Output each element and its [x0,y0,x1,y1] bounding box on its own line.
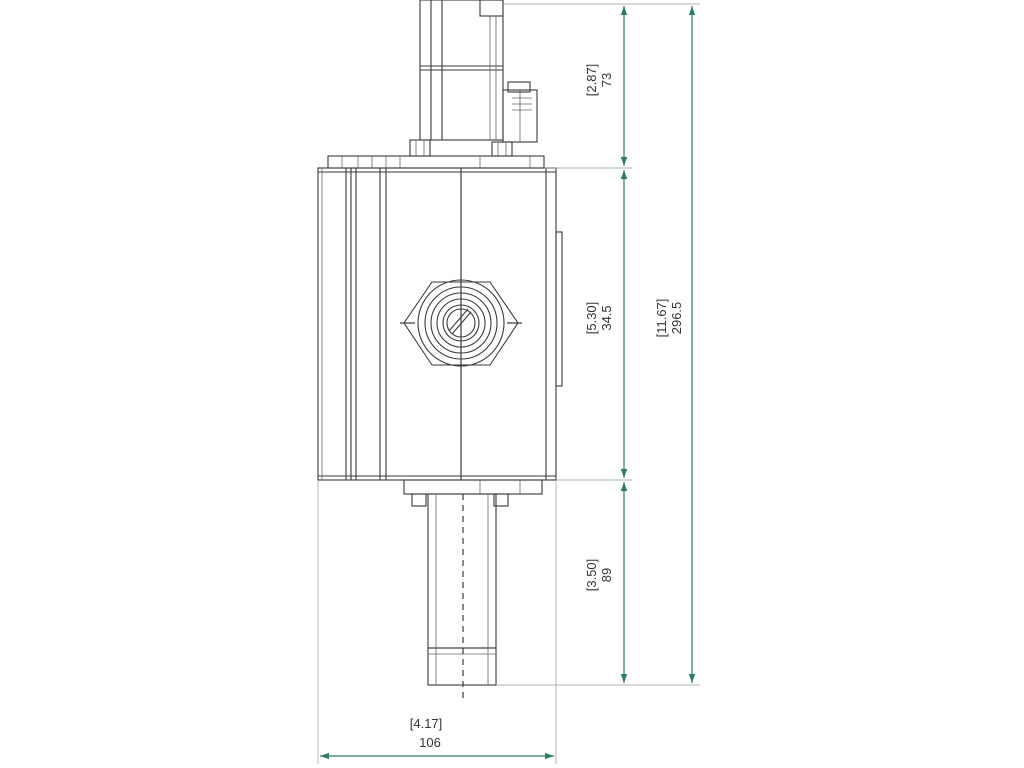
dim-bottom-inches: [3.50] [584,559,599,592]
dim-width-inches: [4.17] [410,716,443,731]
dim-top-mm: 73 [599,73,614,87]
dim-bottom-mm: 89 [599,568,614,582]
top-actuator [327,0,545,169]
extension-lines [317,3,700,764]
bottom-shaft [403,479,543,686]
dim-body-mm: 34.5 [599,305,614,330]
dim-body-inches: [5.30] [584,302,599,335]
center-lines [400,168,522,700]
dimension-lines [320,6,696,760]
dim-width-mm: 106 [419,735,441,750]
dimension-labels: [2.87] 73 [5.30] 34.5 [3.50] 89 [11.67] … [410,64,684,750]
dim-overall-inches: [11.67] [654,299,669,338]
dim-top-inches: [2.87] [584,64,599,97]
valve-body [317,167,563,481]
dim-overall-mm: 296.5 [669,302,684,335]
